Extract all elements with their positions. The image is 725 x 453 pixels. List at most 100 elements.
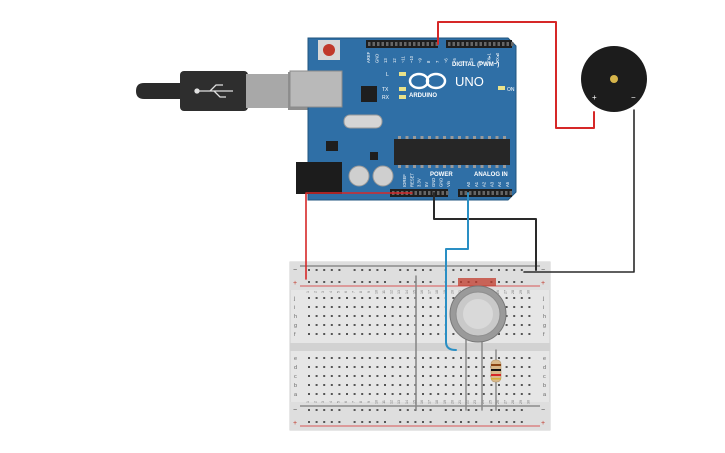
terminal-hole[interactable]: [513, 393, 516, 395]
terminal-hole[interactable]: [391, 384, 394, 386]
terminal-hole[interactable]: [315, 324, 318, 326]
terminal-hole[interactable]: [505, 366, 508, 368]
terminal-hole[interactable]: [368, 306, 371, 308]
terminal-hole[interactable]: [361, 375, 364, 377]
terminal-hole[interactable]: [467, 375, 470, 377]
terminal-hole[interactable]: [406, 366, 409, 368]
terminal-hole[interactable]: [429, 324, 432, 326]
rail-hole[interactable]: [406, 421, 409, 423]
rail-hole[interactable]: [384, 281, 386, 283]
terminal-hole[interactable]: [323, 375, 326, 377]
terminal-hole[interactable]: [353, 384, 356, 386]
terminal-hole[interactable]: [399, 333, 402, 335]
terminal-hole[interactable]: [399, 393, 402, 395]
terminal-hole[interactable]: [346, 366, 348, 368]
terminal-hole[interactable]: [384, 375, 386, 377]
rail-hole[interactable]: [490, 269, 493, 271]
rail-hole[interactable]: [452, 409, 455, 411]
terminal-hole[interactable]: [437, 315, 440, 317]
terminal-hole[interactable]: [338, 393, 341, 395]
terminal-hole[interactable]: [346, 357, 348, 359]
terminal-hole[interactable]: [460, 375, 462, 377]
terminal-hole[interactable]: [399, 366, 402, 368]
terminal-hole[interactable]: [384, 333, 386, 335]
terminal-hole[interactable]: [437, 375, 440, 377]
terminal-hole[interactable]: [338, 315, 341, 317]
rail-hole[interactable]: [505, 409, 508, 411]
rail-hole[interactable]: [444, 421, 447, 423]
terminal-hole[interactable]: [429, 315, 432, 317]
rail-hole[interactable]: [399, 269, 402, 271]
terminal-hole[interactable]: [429, 366, 432, 368]
terminal-hole[interactable]: [467, 393, 470, 395]
terminal-hole[interactable]: [308, 315, 310, 317]
terminal-hole[interactable]: [315, 333, 318, 335]
rail-hole[interactable]: [323, 269, 326, 271]
terminal-hole[interactable]: [315, 366, 318, 368]
terminal-hole[interactable]: [346, 384, 348, 386]
terminal-hole[interactable]: [482, 357, 485, 359]
terminal-hole[interactable]: [437, 306, 440, 308]
rail-hole[interactable]: [475, 421, 478, 423]
terminal-hole[interactable]: [384, 384, 386, 386]
terminal-hole[interactable]: [384, 393, 386, 395]
rail-hole[interactable]: [361, 281, 364, 283]
terminal-hole[interactable]: [429, 297, 432, 299]
wire-blue-a0[interactable]: [445, 192, 469, 351]
terminal-hole[interactable]: [406, 357, 409, 359]
rail-hole[interactable]: [520, 421, 523, 423]
terminal-hole[interactable]: [338, 375, 341, 377]
terminal-hole[interactable]: [399, 384, 402, 386]
rail-hole[interactable]: [376, 421, 379, 423]
terminal-hole[interactable]: [482, 375, 485, 377]
terminal-hole[interactable]: [308, 357, 310, 359]
rail-hole[interactable]: [467, 421, 470, 423]
terminal-hole[interactable]: [376, 297, 379, 299]
terminal-hole[interactable]: [498, 393, 500, 395]
rail-hole[interactable]: [422, 281, 424, 283]
wire-black-gnd[interactable]: [433, 192, 537, 271]
terminal-hole[interactable]: [391, 393, 394, 395]
terminal-hole[interactable]: [330, 393, 333, 395]
terminal-hole[interactable]: [475, 375, 478, 377]
terminal-hole[interactable]: [460, 393, 462, 395]
arduino-board[interactable]: ARDUINO UNO DIGITAL (PWM~) POWER ANALOG …: [289, 37, 517, 201]
terminal-hole[interactable]: [391, 366, 394, 368]
terminal-hole[interactable]: [391, 333, 394, 335]
terminal-hole[interactable]: [520, 315, 523, 317]
terminal-hole[interactable]: [323, 306, 326, 308]
terminal-hole[interactable]: [429, 384, 432, 386]
rail-hole[interactable]: [490, 409, 493, 411]
terminal-hole[interactable]: [399, 357, 402, 359]
rail-hole[interactable]: [460, 421, 462, 423]
rail-hole[interactable]: [330, 269, 333, 271]
terminal-hole[interactable]: [406, 375, 409, 377]
terminal-hole[interactable]: [338, 297, 341, 299]
terminal-hole[interactable]: [338, 366, 341, 368]
terminal-hole[interactable]: [437, 393, 440, 395]
terminal-hole[interactable]: [422, 384, 424, 386]
terminal-hole[interactable]: [437, 297, 440, 299]
rail-hole[interactable]: [368, 421, 371, 423]
rail-hole[interactable]: [452, 269, 455, 271]
terminal-hole[interactable]: [422, 324, 424, 326]
terminal-hole[interactable]: [368, 315, 371, 317]
terminal-hole[interactable]: [422, 315, 424, 317]
rail-hole[interactable]: [406, 269, 409, 271]
terminal-hole[interactable]: [353, 333, 356, 335]
terminal-hole[interactable]: [475, 366, 478, 368]
rail-hole[interactable]: [353, 409, 356, 411]
terminal-hole[interactable]: [376, 357, 379, 359]
terminal-hole[interactable]: [346, 375, 348, 377]
terminal-hole[interactable]: [315, 297, 318, 299]
terminal-hole[interactable]: [467, 366, 470, 368]
terminal-hole[interactable]: [490, 393, 493, 395]
terminal-hole[interactable]: [323, 324, 326, 326]
terminal-hole[interactable]: [513, 333, 516, 335]
terminal-hole[interactable]: [346, 297, 348, 299]
terminal-hole[interactable]: [422, 297, 424, 299]
terminal-hole[interactable]: [346, 393, 348, 395]
terminal-hole[interactable]: [346, 315, 348, 317]
terminal-hole[interactable]: [384, 306, 386, 308]
terminal-hole[interactable]: [490, 384, 493, 386]
